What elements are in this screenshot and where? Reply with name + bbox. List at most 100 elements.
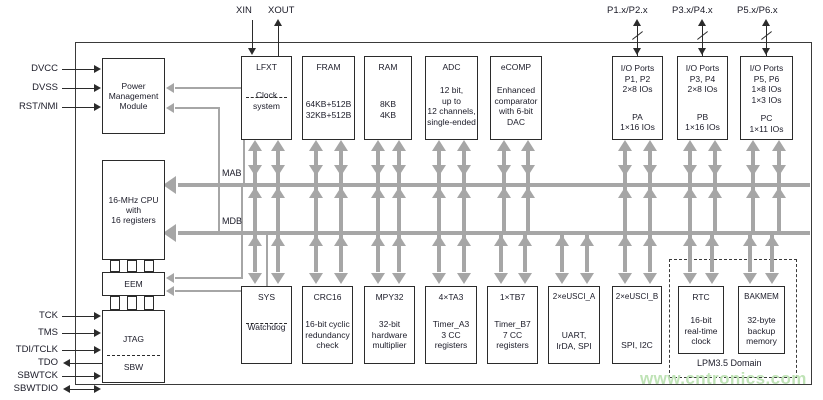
bus-arrow-down-mab-0-1 [271,165,285,176]
pa-port: PA [632,111,643,122]
pin-wire-tditclk [62,350,95,351]
bus-arrow-down-bot-0-0 [248,273,262,284]
block-timer-a3[interactable]: 4×TA3 Timer_A3 3 CC registers [425,286,477,364]
bus-arrow-up-bot-5-1 [580,235,594,246]
block-timer-b7[interactable]: 1×TB7 Timer_B7 7 CC registers [487,286,538,364]
crc16-body: 16-bit cyclic redundancy check [303,319,352,351]
bus-stub-top-6-1 [713,145,717,183]
pin-wire-tdo [70,363,103,364]
bus-arrow-up-bot-7-1 [705,235,719,246]
bus-stub-top-4-1 [526,145,530,183]
block-ecomp[interactable]: eCOMP Enhanced comparator with 6-bit DAC [490,56,542,140]
crc16-body-2: check [316,340,339,350]
block-power-management-module[interactable]: Power Management Module [102,58,165,134]
bus-stub-bot-4-1 [523,235,527,272]
ecomp-body-1: comparator [494,95,538,106]
bus-arrow-down-mab-3-1 [457,165,471,176]
watermark: www.cntronics.com [640,369,807,388]
p5p6-arrow-up-icon [762,19,770,26]
block-io-port-pb[interactable]: I/O Ports P3, P4 2×8 IOs PB 1×16 IOs [677,56,728,140]
bakmem-body: 32-byte backup memory [739,315,784,347]
bus-stub-top-7-0 [751,145,755,183]
bus-arrow-up-top-0-0 [248,140,262,151]
ecomp-title: eCOMP [500,62,532,72]
bus-stub-mid-0-0 [253,187,257,231]
bus-arrow-down-bot-5-1 [580,273,594,284]
block-mpy32[interactable]: MPY32 32-bit hardware multiplier [364,286,415,364]
bus-arrow-up-bot-2-0 [371,235,385,246]
pin-label-sbwtck: SBWTCK [17,370,58,381]
ta3-body-1: 3 CC [441,329,461,340]
bus-arrow-up-bot-1-1 [334,235,348,246]
signal-label-xout: XOUT [268,5,295,16]
bus-arrow-up-bot-3-0 [432,235,446,246]
block-adc[interactable]: ADC 12 bit, up to 12 channels, single-en… [425,56,478,140]
lfxt-title: LFXT [256,62,277,72]
xin-arrow-icon [248,48,256,55]
block-eusci-b[interactable]: 2×eUSCI_B SPI, I2C [612,286,662,364]
bus-arrow-up-bot-3-1 [457,235,471,246]
bus-mdb-line [178,231,810,235]
pc-l4: 1×3 IOs [751,94,782,105]
bus-arrow-down-bot-7-1 [705,273,719,284]
bus-arrow-up-mdb-4-1 [521,187,535,198]
fram-body-0: 64KB+512B [305,99,352,109]
pin-label-sbwtdio: SBWTDIO [13,383,58,394]
block-eusci-a[interactable]: 2×eUSCI_A UART, IrDA, SPI [548,286,600,364]
block-jtag-sbw[interactable]: JTAG SBW [102,310,165,383]
bus-stub-bot-2-1 [397,235,401,272]
block-io-port-pc[interactable]: I/O Ports P5, P6 1×8 IOs 1×3 IOs PC 1×11… [740,56,793,140]
bus-arrow-up-mdb-1-1 [334,187,348,198]
block-crc16[interactable]: CRC16 16-bit cyclic redundancy check [302,286,353,364]
bus-arrow-up-bot-4-0 [494,235,508,246]
eem-jtag-connector-1 [110,296,120,310]
pin-wire-tck [62,316,95,317]
p3p4-arrow-down-icon [698,48,706,55]
cpu-line1: 16-MHz CPU [108,195,159,205]
bus-arrow-up-mdb-1-0 [309,187,323,198]
bus-arrow-up-top-7-0 [746,140,760,151]
bus-arrow-up-top-3-0 [432,140,446,151]
bus-stub-bot-1-1 [339,235,343,272]
crc16-title: CRC16 [313,292,342,302]
pa-l3: 2×8 IOs [622,84,653,94]
bus-stub-mid-0-1 [276,187,280,231]
bus-stub-top-3-1 [462,145,466,183]
ecomp-body: Enhanced comparator with 6-bit DAC [491,85,541,127]
pin-arrow-tdo-icon [63,359,70,367]
block-cpu[interactable]: 16-MHz CPU with 16 registers [102,160,165,260]
bus-arrow-up-mdb-5-1 [643,187,657,198]
block-fram[interactable]: FRAM 64KB+512B 32KB+512B [302,56,355,140]
block-eem[interactable]: EEM [102,272,165,296]
bus-stub-mid-7-1 [777,187,781,231]
bus-arrow-up-top-4-1 [521,140,535,151]
chip-boundary [75,42,812,385]
block-rtc[interactable]: RTC 16-bit real-time clock [678,286,724,354]
adc-body: 12 bit, up to 12 channels, single-ended [426,85,477,127]
bus-stub-bot-6-0 [623,235,627,272]
bus-stub-top-1-1 [339,145,343,183]
bus-stub-bot-4-0 [499,235,503,272]
block-sys[interactable]: SYS Watchdog [241,286,292,364]
fram-title: FRAM [316,62,341,72]
ta3-body: Timer_A3 3 CC registers [426,319,476,351]
bus-arrow-up-mdb-2-1 [392,187,406,198]
lfxt-body-1: system [253,100,280,111]
block-lfxt[interactable]: LFXT Clock system [241,56,292,140]
bus-stub-top-1-0 [314,145,318,183]
bus-arrow-up-bot-2-1 [392,235,406,246]
block-io-port-pa[interactable]: I/O Ports P1, P2 2×8 IOs PA 1×16 IOs [612,56,663,140]
block-bakmem[interactable]: BAKMEM 32-byte backup memory [738,286,785,354]
bus-arrow-up-mdb-3-0 [432,187,446,198]
pa-l1: I/O Ports [620,63,655,73]
rtc-body-1: real-time [684,325,718,336]
pin-label-rstnmi: RST/NMI [18,101,58,112]
cpu-eem-connector-3 [144,260,154,272]
bus-label-mdb: MDB [222,216,242,226]
bus-arrow-up-bot-0-1 [271,235,285,246]
block-ram[interactable]: RAM 8KB 4KB [364,56,412,140]
bus-arrow-up-top-6-0 [683,140,697,151]
bus-arrow-up-top-5-1 [643,140,657,151]
p5p6-arrow-down-icon [762,48,770,55]
